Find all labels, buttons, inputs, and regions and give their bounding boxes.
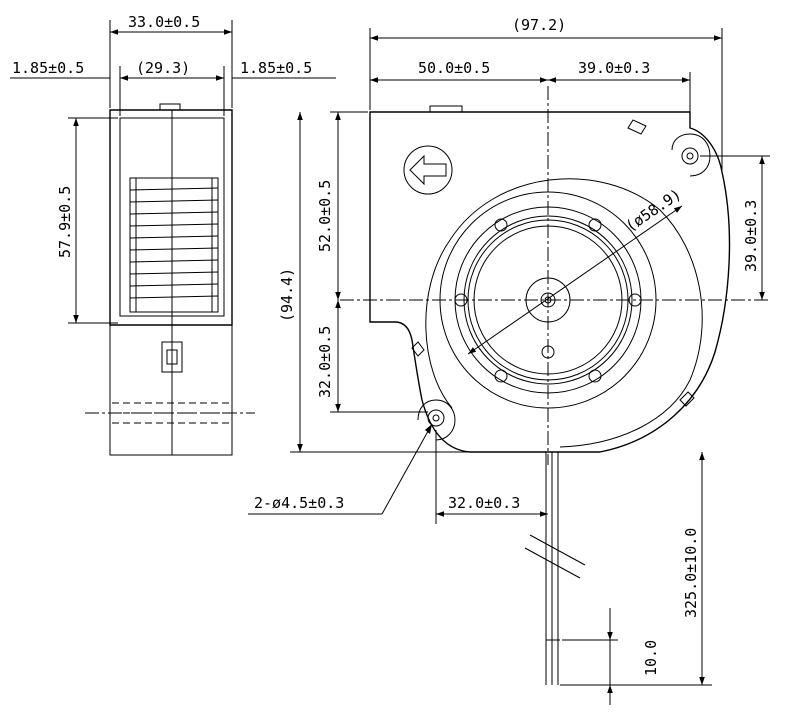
side-view-dimensions: 33.0±0.5 1.85±0.5 (29.3) 1.85±0.5 57.9±0…	[10, 13, 336, 324]
dim-lead-length: 325.0±10.0	[682, 528, 700, 618]
front-view-dimensions: (97.2) 50.0±0.5 39.0±0.3 52.0±0.5 32.0±0…	[248, 16, 770, 705]
dim-total-height: (94.4)	[278, 268, 296, 322]
dim-side-inner-width: (29.3)	[136, 59, 190, 77]
dim-center-to-bottom: 32.0±0.5	[316, 326, 334, 398]
impeller-fins	[129, 177, 219, 313]
lead-wires	[524, 452, 586, 685]
dim-lead-strip: 10.0	[642, 640, 660, 676]
dim-hole-horizontal: 32.0±0.3	[448, 494, 520, 512]
dim-right-hole-to-center: 39.0±0.3	[742, 200, 760, 272]
mounting-hole-left	[427, 409, 445, 427]
dim-side-width: 33.0±0.5	[128, 13, 200, 31]
dim-top-to-center: 52.0±0.5	[316, 180, 334, 252]
dim-left-to-center: 50.0±0.5	[418, 59, 490, 77]
dim-center-to-right: 39.0±0.3	[578, 59, 650, 77]
dim-total-width: (97.2)	[512, 16, 566, 34]
fan-housing	[369, 111, 731, 453]
airflow-arrow-icon	[403, 145, 453, 195]
dim-side-right-margin: 1.85±0.5	[240, 59, 312, 77]
dim-side-left-margin: 1.85±0.5	[12, 59, 84, 77]
front-view	[340, 86, 770, 685]
side-view	[85, 103, 255, 456]
dim-mounting-holes: 2-ø4.5±0.3	[254, 494, 344, 512]
dim-side-height: 57.9±0.5	[56, 186, 74, 258]
mounting-hole-right	[681, 147, 699, 165]
